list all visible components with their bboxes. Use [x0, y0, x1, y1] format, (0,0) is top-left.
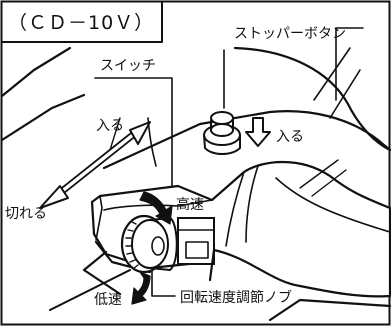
stopper-button	[203, 111, 241, 155]
switch-off-label: 切れる	[5, 206, 47, 222]
low-speed-arrow	[131, 271, 151, 305]
switch-label: スイッチ	[100, 58, 156, 74]
stopper-button-label: ストッパーボタン	[234, 26, 346, 42]
stopper-push-arrow	[245, 117, 271, 147]
stopper-in-label: 入る	[276, 129, 304, 145]
low-speed-label: 低速	[94, 292, 122, 308]
housing-upper-outline	[0, 46, 391, 170]
switch-on-label: 入る	[96, 118, 124, 134]
tool-body	[49, 159, 391, 322]
switch-direction-arrow	[39, 121, 151, 209]
high-speed-arrow	[139, 191, 173, 225]
high-speed-label: 高速	[176, 196, 204, 213]
leader-lines	[94, 27, 364, 297]
model-label-box: （ＣＤ－10Ｖ）	[1, 1, 163, 43]
speed-knob	[120, 214, 178, 274]
speed-knob-label: 回転速度調節ノブ	[180, 289, 292, 306]
model-label: （ＣＤ－10Ｖ）	[8, 12, 154, 34]
